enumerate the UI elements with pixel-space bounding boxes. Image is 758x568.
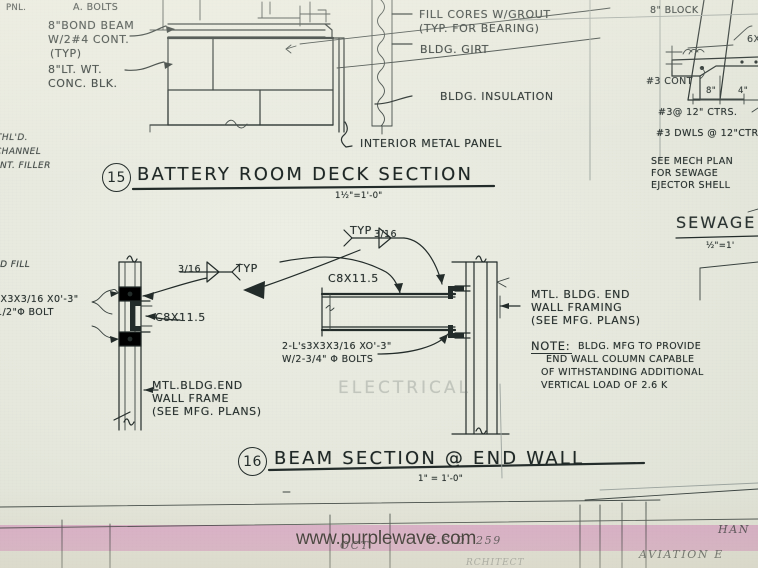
note-line-3: OF WITHSTANDING ADDITIONAL: [541, 367, 704, 378]
annotation-wall-frame: WALL FRAME: [152, 392, 230, 405]
annotation-jnt-filler: JNT. FILLER: [0, 161, 51, 171]
annotation-typ-center: TYP: [350, 224, 372, 237]
annotation-nd-fill: ND FILL: [0, 260, 31, 270]
annotation-a-bolts: A. BOLTS: [73, 2, 119, 13]
detail-15-bubble: 15: [102, 163, 131, 192]
sewage-detail-title: SEWAGE: [676, 213, 757, 232]
annotation-pnl: PNL.: [6, 3, 27, 13]
note-heading-underline: [531, 353, 572, 354]
annotation-interior-panel: INTERIOR METAL PANEL: [360, 137, 503, 150]
ghost-electrical-text: ELECTRICAL: [338, 378, 472, 398]
annotation-ejector-shell: EJECTOR SHELL: [651, 180, 731, 191]
annotation-8in-block: 8" BLOCK: [650, 5, 699, 16]
watermark-band: [0, 525, 758, 551]
annotation-for-sewage: FOR SEWAGE: [651, 168, 719, 179]
annotation-fill-cores: FILL CORES W/GROUT: [419, 8, 551, 21]
annotation-angle-size: 3X3X3/16 X0'-3": [0, 294, 79, 305]
detail-16-title: BEAM SECTION @ END WALL: [274, 448, 585, 469]
annotation-fill-cores-typ: (TYP. FOR BEARING): [419, 22, 540, 35]
note-line-4: VERTICAL LOAD OF 2.6 K: [541, 380, 668, 391]
annotation-channel: CHANNEL: [0, 147, 42, 157]
annotation-weld-3-16-center: 3/16: [374, 229, 397, 240]
note-heading: NOTE:: [531, 339, 571, 353]
annotation-6x: 6X: [747, 34, 758, 45]
annotation-mtl-bldg-end: MTL.BLDG.END: [152, 379, 243, 392]
note-line-1: BLDG. MFG TO PROVIDE: [578, 341, 702, 352]
annotation-bond-beam-cont: W/2#4 CONT.: [48, 33, 130, 46]
title-block-line2: AVIATION E: [639, 548, 724, 561]
annotation-bldg-girt: BLDG. GIRT: [420, 43, 489, 56]
annotation-3-cont: #3 CONT: [646, 76, 693, 87]
annotation-lt-wt: 8"LT. WT.: [48, 63, 103, 76]
annotation-c8x115-left: C8X11.5: [155, 311, 206, 324]
annotation-bond-beam: 8"BOND BEAM: [48, 19, 135, 32]
note-line-2: END WALL COLUMN CAPABLE: [546, 354, 695, 365]
annotation-thld: THL'D.: [0, 133, 28, 143]
detail-15-title: BATTERY ROOM DECK SECTION: [137, 164, 474, 185]
annotation-see-mfg-plans-left: (SEE MFG. PLANS): [152, 405, 262, 418]
annotation-bldg-insulation: BLDG. INSULATION: [440, 90, 554, 103]
annotation-2ls-angles: 2-L's3X3X3/16 XO'-3": [282, 341, 392, 352]
annotation-typ-left: TYP: [236, 262, 258, 275]
detail-16-bubble: 16: [238, 447, 267, 476]
annotation-dim-8in: 8": [706, 86, 716, 96]
annotation-3-at-12-ctrs: #3@ 12" CTRS.: [658, 107, 738, 118]
sewage-detail-scale: ½"=1': [706, 241, 735, 251]
annotation-see-mech-plan: SEE MECH PLAN: [651, 156, 734, 167]
watermark-text: www.purplewave.com: [296, 528, 477, 549]
annotation-mtl-bldg-end-r: MTL. BLDG. END: [531, 288, 631, 301]
annotation-weld-3-16-left: 3/16: [178, 264, 201, 275]
annotation-3-dwls: #3 DWLS @ 12"CTRS: [656, 128, 758, 139]
annotation-conc-blk: CONC. BLK.: [48, 77, 118, 90]
annotation-dim-4in: 4": [738, 86, 748, 96]
annotation-bolt-size: 1/2"Φ BOLT: [0, 307, 54, 318]
annotation-2-bolts: W/2-3/4" Φ BOLTS: [282, 354, 374, 365]
annotation-wall-framing-r: WALL FRAMING: [531, 301, 623, 314]
annotation-bond-beam-typ: (TYP): [50, 47, 82, 60]
title-block-architect-label: RCHITECT: [466, 558, 525, 568]
detail-16-scale: 1" = 1'-0": [418, 474, 463, 484]
annotation-see-mfg-plans-r: (SEE MFG. PLANS): [531, 314, 641, 327]
annotation-c8x115-center: C8X11.5: [328, 272, 379, 285]
detail-15-scale: 1½"=1'-0": [335, 191, 383, 201]
